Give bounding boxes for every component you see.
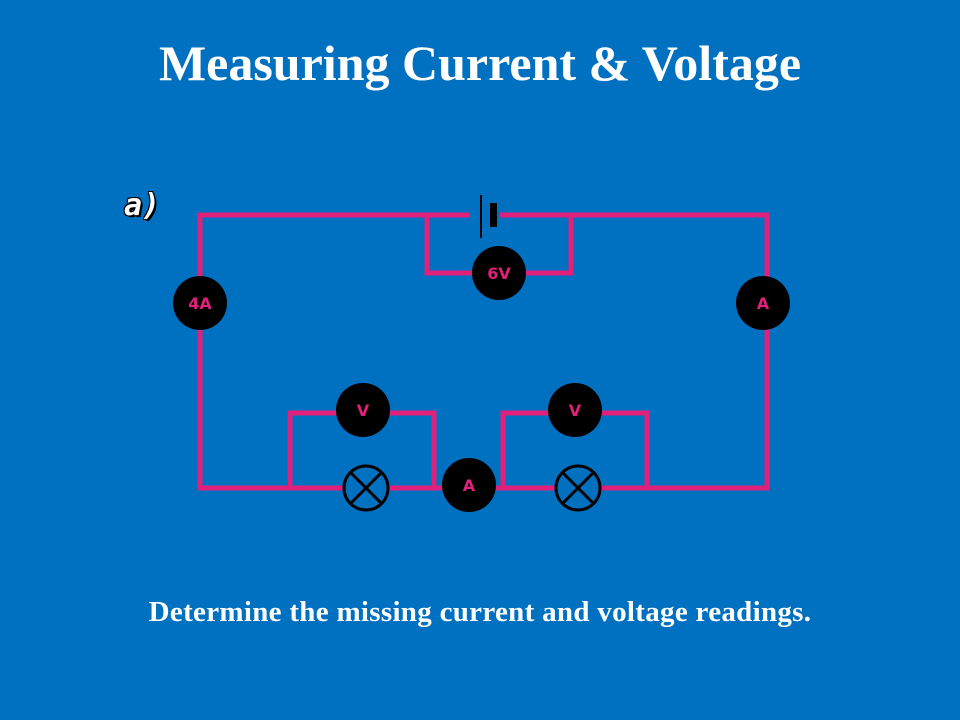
bottom-ammeter: A	[442, 458, 496, 512]
battery-voltmeter-reading: 6V	[487, 264, 511, 283]
right-ammeter: A	[736, 276, 790, 330]
left-lamp-voltmeter: V	[336, 383, 390, 437]
right-lamp-voltmeter: V	[548, 383, 602, 437]
question-text: Determine the missing current and voltag…	[148, 596, 812, 628]
lamp-right-icon	[554, 464, 602, 512]
cell-icon	[470, 195, 500, 238]
right-ammeter-reading: A	[757, 294, 770, 313]
part-label: a)	[124, 188, 161, 223]
lamp-left-icon	[342, 464, 390, 512]
left-lamp-voltmeter-reading: V	[357, 401, 370, 420]
right-lamp-voltmeter-reading: V	[569, 401, 582, 420]
bottom-ammeter-reading: A	[463, 476, 476, 495]
page-title: Measuring Current & Voltage	[158, 35, 802, 91]
left-ammeter-reading: 4A	[188, 294, 212, 313]
battery-voltmeter: 6V	[472, 246, 526, 300]
left-ammeter: 4A	[173, 276, 227, 330]
